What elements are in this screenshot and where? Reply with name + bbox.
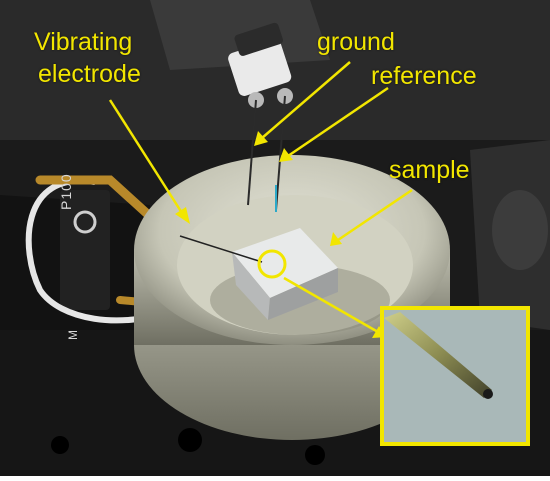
inset-tip-end — [483, 389, 493, 399]
ground-arrow — [261, 61, 351, 139]
inset-frame — [380, 306, 530, 446]
white-cable — [25, 177, 177, 324]
ground-label: ground — [317, 28, 395, 56]
zoom-circle — [257, 249, 287, 279]
vibrating-label: Vibrating — [34, 28, 133, 56]
ground-arrowhead — [254, 131, 268, 146]
vibrating-arrow — [108, 99, 184, 214]
sample-arrow — [337, 188, 413, 242]
zoom-arrow — [283, 276, 379, 334]
sample-side — [232, 252, 270, 320]
vibrating-arrowhead — [175, 207, 190, 224]
annotation-arrows — [108, 61, 413, 338]
reference-label: reference — [371, 62, 477, 90]
clamp-plate — [60, 190, 110, 310]
ground-wire — [247, 99, 257, 206]
reference-wire — [275, 95, 286, 211]
inset-electrode-tip — [384, 312, 492, 398]
clamp-model-text: P100 — [58, 173, 74, 210]
right-knob — [492, 190, 548, 270]
stage-hole-2 — [305, 445, 325, 465]
reference-arrow — [287, 86, 389, 158]
stage-mark-text: M — [66, 330, 80, 340]
ground-pin-head — [248, 92, 264, 108]
inset-panel — [380, 306, 530, 446]
clamp-logo-icon — [73, 210, 97, 234]
stage-hole-3 — [51, 436, 69, 454]
reference-arrowhead — [279, 148, 293, 162]
vibrating-electrode-wire — [179, 235, 263, 263]
sample-label: sample — [389, 156, 470, 184]
connector-collar — [234, 22, 283, 56]
sample-front — [268, 268, 338, 320]
electrode-label: electrode — [38, 60, 141, 88]
stage-hole-1 — [178, 428, 202, 452]
sample-arrowhead — [330, 232, 342, 246]
